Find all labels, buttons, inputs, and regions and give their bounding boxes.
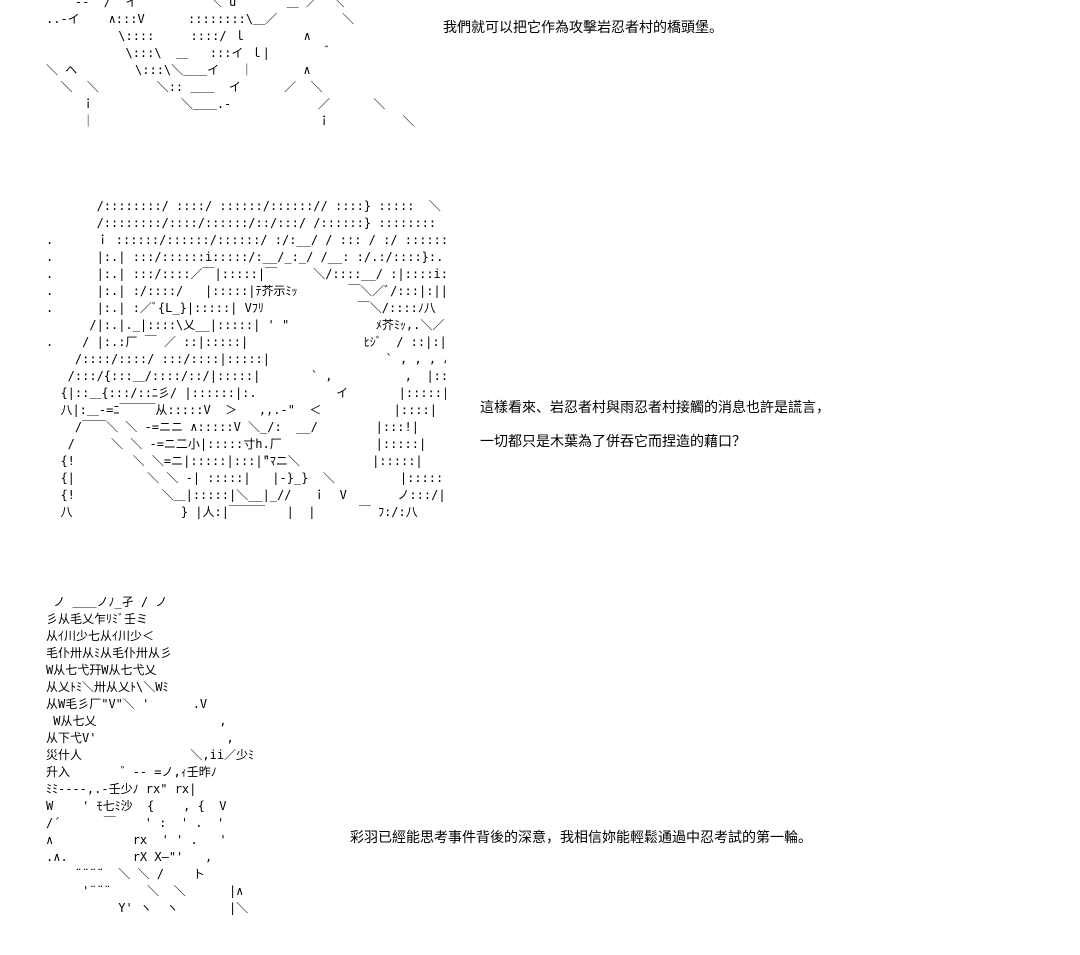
caption-bridgehead: 我們就可以把它作為攻擊岩忍者村的橋頭堡。 [443,20,723,36]
ascii-art-bottom-figure: ノ ＿＿ノﾉ_孑 / ノ 彡从毛乂乍ﾘﾐﾞ壬ミ 从ｲ川少七从ｲ川少＜ 毛仆卅从ﾐ… [46,595,255,915]
ascii-art-middle-figure: /::::::::/ ::::/ ::::::/::::::// ::::} :… [46,199,446,519]
caption-konoha-excuse: 一切都只是木葉為了併吞它而捏造的藉口？ [480,434,746,450]
caption-rumor-lie: 這樣看來、岩忍者村與雨忍者村接觸的消息也許是謊言， [480,400,830,416]
ascii-art-top-figure: -- / イ ＼ u ＿ ／ ＼ ..-イ ∧:::V ::::::::\＿／ … [46,0,415,128]
caption-chunin-exam: 彩羽已經能思考事件背後的深意，我相信妳能輕鬆通過中忍考試的第一輪。 [350,830,812,846]
